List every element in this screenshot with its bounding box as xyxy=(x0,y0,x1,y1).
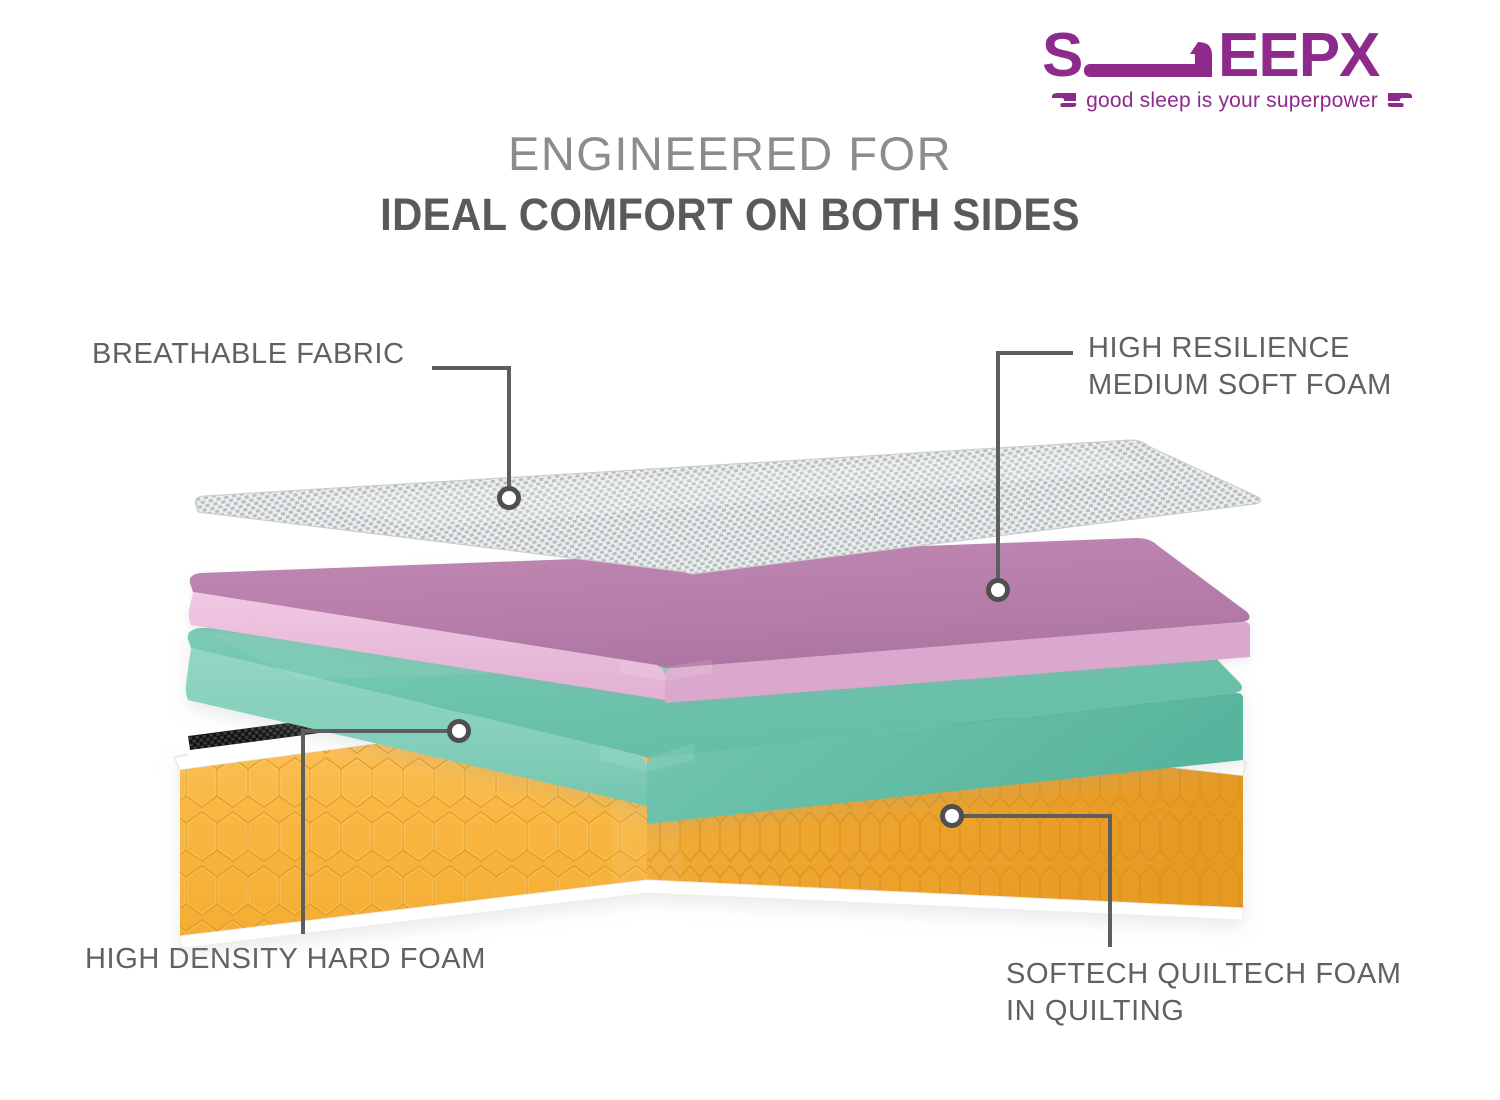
teal-front-face xyxy=(185,648,647,806)
pink-front-face xyxy=(188,592,665,700)
callout-label-high-resilience-medium-soft-foam: HIGH RESILIENCE MEDIUM SOFT FOAM xyxy=(1088,332,1392,402)
leader-line-high-resilience-foam xyxy=(996,351,1073,583)
leader-line-softech-quiltech xyxy=(960,814,1112,947)
teal-right-face xyxy=(647,692,1244,824)
fabric-weave-texture xyxy=(195,440,1261,574)
layer-breathable-fabric xyxy=(194,439,1262,575)
brand-logo: S EEPX good sleep is your superpower xyxy=(1022,24,1442,114)
page-title: IDEAL COMFORT ON BOTH SIDES xyxy=(380,189,1080,241)
pink-right-face xyxy=(665,621,1251,703)
wing-icon-left xyxy=(1051,93,1077,107)
sleepx-wordmark: S EEPX xyxy=(1042,24,1381,86)
wing-icon-right xyxy=(1387,93,1413,107)
layer-pink-foam xyxy=(188,538,1251,703)
callout-label-breathable-fabric: BREATHABLE FABRIC xyxy=(92,338,405,370)
leader-marker-breathable-fabric xyxy=(497,486,521,510)
callout-label-softech-quiltech-foam: SOFTECH QUILTECH FOAM IN QUILTING xyxy=(1006,958,1402,1028)
leader-lines-group xyxy=(301,351,1112,947)
heading-block: ENGINEERED FOR IDEAL COMFORT ON BOTH SID… xyxy=(0,126,1500,244)
leader-marker-high-resilience-foam xyxy=(986,578,1010,602)
pink-top-surface xyxy=(189,538,1250,669)
brand-tagline-text: good sleep is your superpower xyxy=(1086,89,1378,112)
leader-line-breathable-fabric xyxy=(432,366,511,492)
brand-tagline-row: good sleep is your superpower xyxy=(1022,88,1442,114)
wordmark-letter-s: S xyxy=(1042,24,1083,86)
leader-marker-high-density-foam xyxy=(447,719,471,743)
heading-subtitle: ENGINEERED FOR xyxy=(507,127,953,180)
leader-marker-softech-quiltech xyxy=(940,804,964,828)
callout-label-high-density-hard-foam: HIGH DENSITY HARD FOAM xyxy=(85,943,486,975)
wordmark-letters-eepx: EEPX xyxy=(1218,24,1380,86)
leader-markers-group xyxy=(447,486,1010,828)
bed-letter-l-icon xyxy=(1084,42,1212,77)
leader-line-high-density-foam xyxy=(301,729,451,934)
